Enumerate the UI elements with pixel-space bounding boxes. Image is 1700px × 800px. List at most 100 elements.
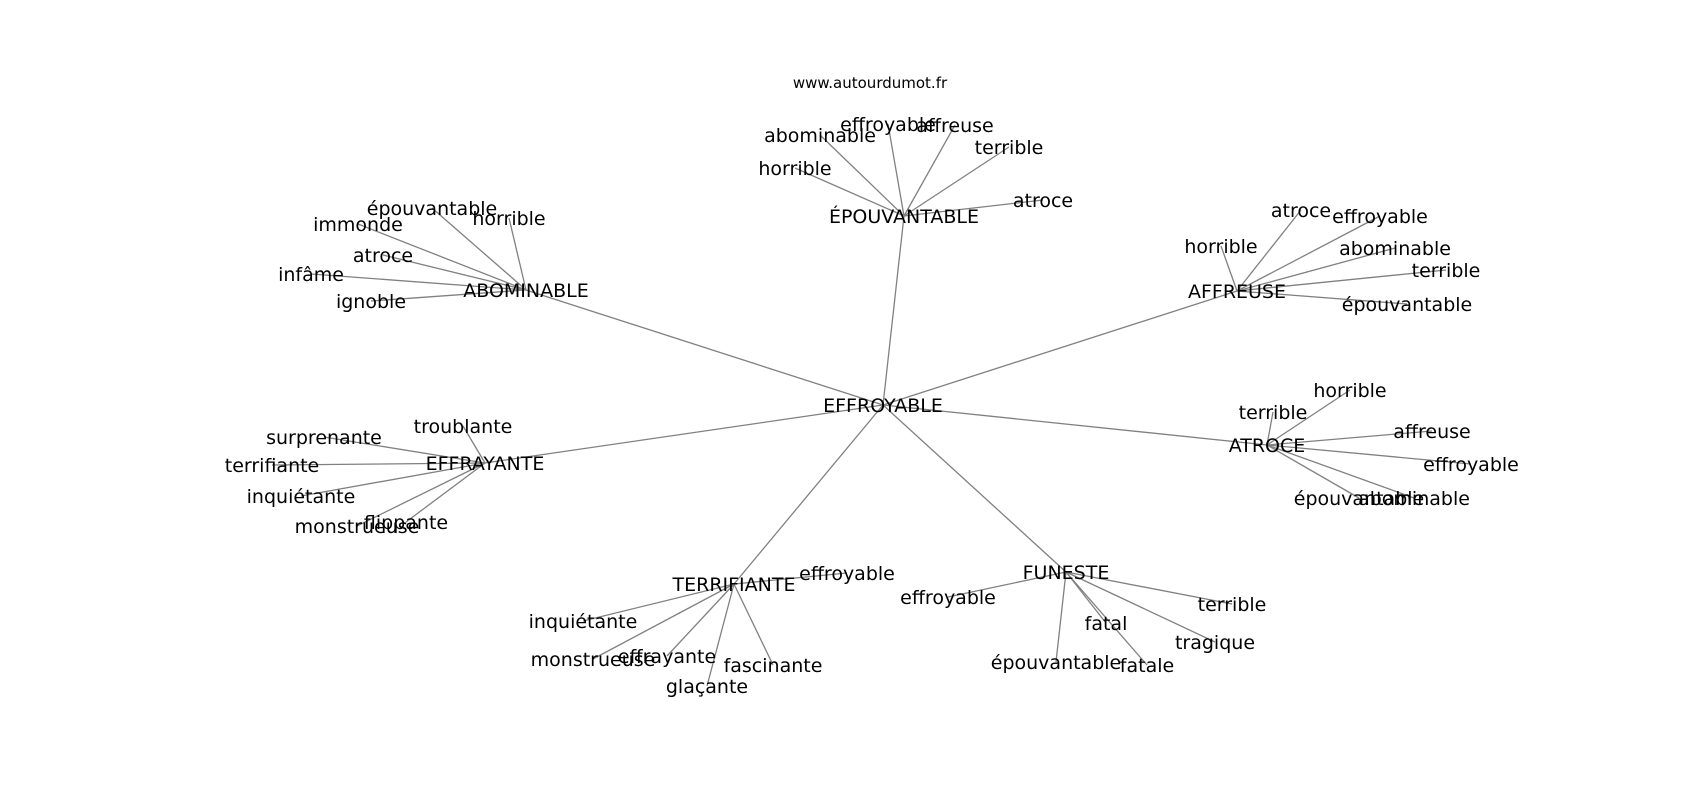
leaf-node-funeste-fatal[interactable]: fatal — [1085, 613, 1128, 635]
graph-nodes: EFFROYABLE ÉPOUVANTABLE horrible abominable… — [225, 114, 1519, 698]
leaf-node-funeste-tragique[interactable]: tragique — [1175, 632, 1255, 654]
leaf-node-epouvantable-affreuse[interactable]: affreuse — [916, 115, 993, 137]
edge-effrayante-troublante — [462, 425, 486, 464]
edge-affreuse-abominable — [1236, 247, 1396, 292]
edge-abominable-atroce — [382, 254, 527, 291]
leaf-node-abominable-atroce[interactable]: atroce — [353, 245, 413, 267]
leaf-node-terrifiante-effrayante[interactable]: effrayante — [618, 646, 716, 668]
leaf-node-terrifiante-glacante[interactable]: glaçante — [666, 676, 748, 698]
leaf-node-funeste-fatale[interactable]: fatale — [1120, 655, 1174, 677]
edge-effrayante-monstrueuse — [356, 462, 486, 527]
edge-affreuse-effroyable — [1236, 215, 1381, 292]
leaf-node-epouvantable-abominable[interactable]: abominable — [764, 125, 876, 147]
edge-center-abominable — [525, 289, 884, 406]
edge-funeste-terrible — [1065, 571, 1233, 605]
leaf-node-atroce-affreuse[interactable]: affreuse — [1393, 421, 1470, 443]
leaf-node-funeste-epouvantable[interactable]: épouvantable — [991, 652, 1121, 674]
edge-affreuse-terrible — [1236, 269, 1447, 292]
edge-funeste-effroyable — [947, 571, 1067, 598]
edge-affreuse-horrible — [1220, 245, 1238, 292]
edge-epouvantable-abominable — [819, 134, 905, 217]
leaf-node-affreuse-horrible[interactable]: horrible — [1184, 236, 1257, 258]
leaf-node-effrayante-inquietante[interactable]: inquiétante — [247, 486, 356, 508]
edge-terrifiante-effrayante — [666, 583, 735, 657]
edge-abominable-epouvantable — [431, 207, 527, 291]
edge-terrifiante-effroyable — [733, 572, 848, 585]
leaf-node-terrifiante-fascinante[interactable]: fascinante — [724, 655, 823, 677]
leaf-node-terrifiante-inquietante[interactable]: inquiétante — [529, 611, 638, 633]
edge-funeste-epouvantable — [1055, 571, 1067, 663]
leaf-node-effrayante-monstrueuse[interactable]: monstrueuse — [295, 516, 420, 538]
leaf-node-abominable-horrible[interactable]: horrible — [472, 208, 545, 230]
leaf-node-atroce-epouvantable[interactable]: épouvantable — [1294, 488, 1424, 510]
edge-terrifiante-monstrueuse — [592, 583, 735, 660]
leaf-node-funeste-effroyable[interactable]: effroyable — [900, 587, 996, 609]
edge-epouvantable-effroyable — [887, 123, 905, 217]
graph-edges — [271, 123, 1472, 687]
leaf-node-atroce-effroyable[interactable]: effroyable — [1423, 454, 1519, 476]
hub-node-epouvantable[interactable]: ÉPOUVANTABLE — [829, 205, 979, 228]
center-node[interactable]: EFFROYABLE — [823, 395, 943, 417]
edge-atroce-abominable — [1266, 444, 1415, 499]
edge-abominable-immonde — [357, 223, 527, 291]
leaf-node-effrayante-flippante[interactable]: flippante — [364, 512, 448, 534]
edge-effrayante-inquietante — [300, 462, 486, 497]
edge-funeste-fatale — [1065, 571, 1148, 666]
edge-funeste-tragique — [1065, 571, 1216, 643]
leaf-node-epouvantable-atroce[interactable]: atroce — [1013, 190, 1073, 212]
leaf-node-affreuse-effroyable[interactable]: effroyable — [1332, 206, 1428, 228]
leaf-node-abominable-infame[interactable]: infâme — [278, 264, 344, 286]
leaf-node-funeste-terrible[interactable]: terrible — [1198, 594, 1267, 616]
edge-epouvantable-atroce — [903, 199, 1044, 217]
hub-node-affreuse[interactable]: AFFREUSE — [1188, 281, 1286, 303]
edge-effrayante-flippante — [405, 462, 486, 523]
edge-affreuse-atroce — [1236, 209, 1302, 292]
leaf-node-atroce-abominable[interactable]: abominable — [1358, 488, 1470, 510]
hub-node-effrayante[interactable]: EFFRAYANTE — [426, 453, 545, 475]
hub-node-terrifiante[interactable]: TERRIFIANTE — [672, 574, 796, 596]
edge-atroce-epouvantable — [1266, 444, 1360, 499]
leaf-node-terrifiante-effroyable[interactable]: effroyable — [799, 563, 895, 585]
leaf-node-effrayante-terrifiante[interactable]: terrifiante — [225, 455, 320, 477]
edge-center-epouvantable — [882, 215, 905, 406]
hub-node-funeste[interactable]: FUNESTE — [1023, 562, 1110, 584]
leaf-node-abominable-immonde[interactable]: immonde — [313, 214, 403, 236]
source-url: www.autourdumot.fr — [793, 74, 948, 92]
edge-atroce-terrible — [1266, 411, 1274, 446]
edge-affreuse-epouvantable — [1236, 290, 1408, 305]
edge-epouvantable-terrible — [903, 146, 1010, 217]
edge-atroce-affreuse — [1266, 430, 1433, 446]
edge-terrifiante-glacante — [706, 583, 735, 687]
leaf-node-affreuse-atroce[interactable]: atroce — [1271, 200, 1331, 222]
hub-node-atroce[interactable]: ATROCE — [1229, 435, 1306, 457]
edge-effrayante-surprenante — [323, 436, 486, 464]
leaf-node-terrifiante-monstrueuse[interactable]: monstrueuse — [531, 649, 656, 671]
edge-epouvantable-horrible — [794, 167, 905, 217]
leaf-node-affreuse-terrible[interactable]: terrible — [1412, 260, 1481, 282]
leaf-node-effrayante-troublante[interactable]: troublante — [414, 416, 513, 438]
leaf-node-affreuse-epouvantable[interactable]: épouvantable — [1342, 294, 1472, 316]
leaf-node-abominable-ignoble[interactable]: ignoble — [336, 291, 406, 313]
edge-center-terrifiante — [733, 404, 884, 585]
leaf-node-epouvantable-terrible[interactable]: terrible — [975, 137, 1044, 159]
leaf-node-epouvantable-effroyable[interactable]: effroyable — [840, 114, 936, 136]
edge-terrifiante-fascinante — [733, 583, 774, 666]
hub-node-abominable[interactable]: ABOMINABLE — [463, 280, 589, 302]
edge-terrifiante-inquietante — [582, 583, 735, 622]
edge-abominable-horrible — [508, 217, 527, 291]
leaf-node-affreuse-abominable[interactable]: abominable — [1339, 238, 1451, 260]
leaf-node-abominable-epouvantable[interactable]: épouvantable — [367, 198, 497, 220]
leaf-node-epouvantable-horrible[interactable]: horrible — [758, 158, 831, 180]
edge-abominable-ignoble — [370, 289, 527, 302]
leaf-node-atroce-terrible[interactable]: terrible — [1239, 402, 1308, 424]
leaf-node-atroce-horrible[interactable]: horrible — [1313, 380, 1386, 402]
edge-effrayante-terrifiante — [271, 462, 486, 466]
edge-center-atroce — [882, 404, 1268, 446]
edge-center-effrayante — [484, 404, 884, 464]
edge-epouvantable-affreuse — [903, 124, 956, 217]
edge-center-funeste — [882, 404, 1067, 573]
edge-abominable-infame — [310, 273, 527, 291]
edge-center-affreuse — [882, 290, 1238, 406]
leaf-node-effrayante-surprenante[interactable]: surprenante — [266, 427, 382, 449]
